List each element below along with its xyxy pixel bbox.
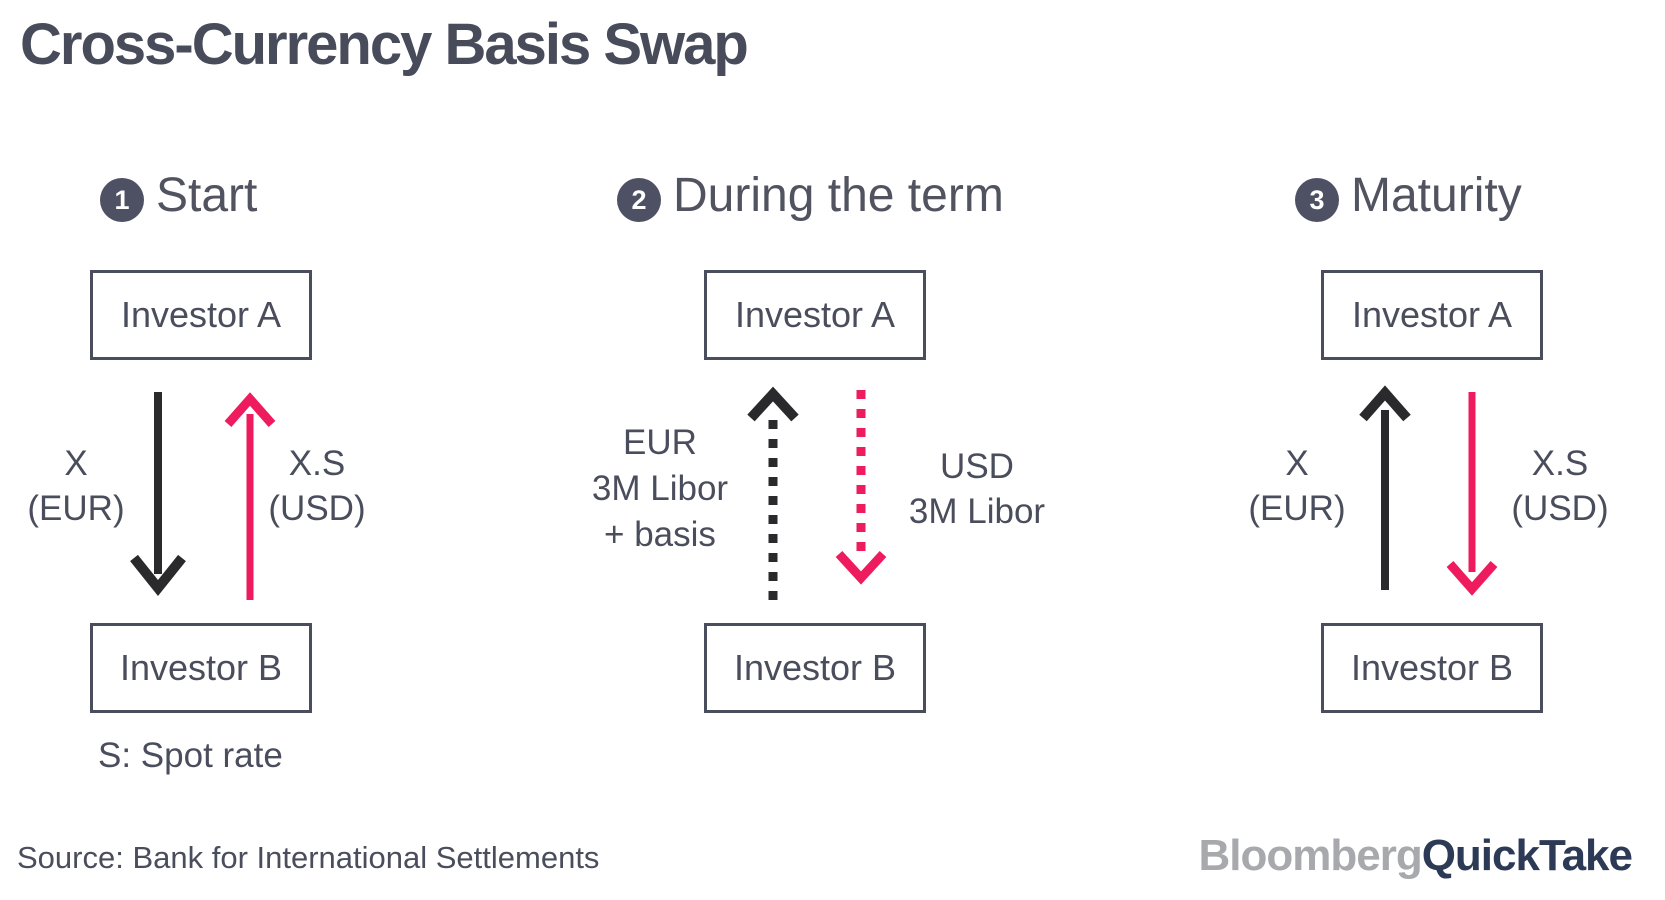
flow-label-line: 3M Libor [908,492,1046,531]
flow-label-line: 3M Libor [591,469,729,508]
step-2-label: During the term [673,169,1004,222]
p3-investor-b-box: Investor B [1321,623,1543,713]
flow-label-line: (USD) [1511,489,1609,528]
flow-label-line: + basis [604,515,716,554]
p3-usd-down-arrow-icon [1446,392,1498,596]
p1-eur-down-arrow-icon [130,392,186,597]
flow-label-line: (USD) [268,489,366,528]
flow-label-line: X [1285,444,1309,483]
flow-label-line: X [64,444,88,483]
p1-usd-up-arrow-icon [224,392,276,600]
p3-left-flow-label: X (EUR) [1248,441,1345,531]
p3-investor-a-box: Investor A [1321,270,1543,360]
flow-label-line: (EUR) [27,489,125,528]
flow-label-line: EUR [623,423,697,462]
spot-rate-footnote: S: Spot rate [98,736,283,775]
step-2-badge-icon: 2 [617,178,661,222]
flow-label-line: (EUR) [1248,489,1346,528]
flow-label-line: X.S [1531,444,1589,483]
page-title: Cross-Currency Basis Swap [20,12,749,77]
p1-investor-b-box: Investor B [90,623,312,713]
flow-label-line: X.S [288,444,346,483]
p2-investor-a-box: Investor A [704,270,926,360]
p2-right-flow-label: USD 3M Libor [909,444,1045,534]
p3-right-flow-label: X.S (USD) [1511,441,1608,531]
p2-usd-libor-dotted-down-arrow-icon [835,390,887,585]
quicktake-logo-text: QuickTake [1421,831,1633,880]
p3-eur-up-arrow-icon [1359,385,1411,590]
source-credit: Source: Bank for International Settlemen… [17,840,600,875]
p2-eur-libor-dotted-up-arrow-icon [747,386,799,600]
p1-investor-a-box: Investor A [90,270,312,360]
bloomberg-logo-text: Bloomberg [1198,831,1422,880]
flow-label-line: USD [940,447,1014,486]
step-3-badge-icon: 3 [1295,178,1339,222]
bloomberg-quicktake-logo: BloombergQuickTake [1198,831,1633,881]
p2-left-flow-label: EUR 3M Libor + basis [592,420,728,558]
p1-right-flow-label: X.S (USD) [268,441,365,531]
p2-investor-b-box: Investor B [704,623,926,713]
step-3-label: Maturity [1351,169,1522,222]
step-1-badge-icon: 1 [100,178,144,222]
step-1-label: Start [156,169,258,222]
p1-left-flow-label: X (EUR) [27,441,124,531]
